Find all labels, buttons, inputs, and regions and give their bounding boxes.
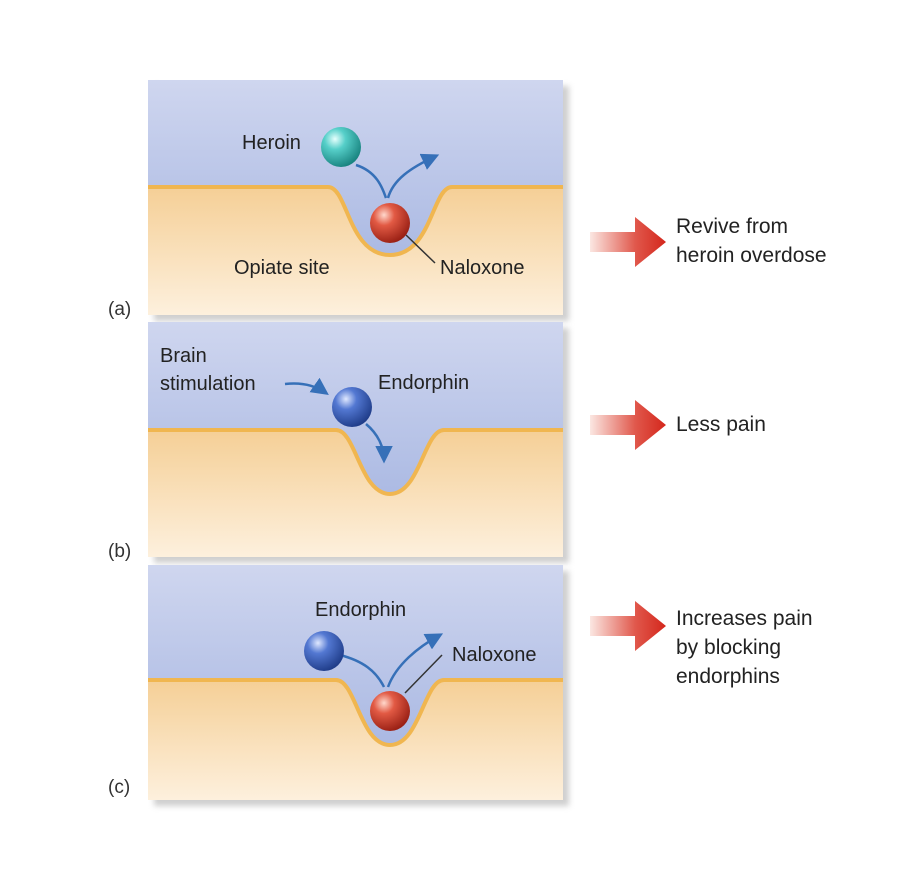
naloxone-label: Naloxone (452, 644, 537, 666)
naloxone-label: Naloxone (440, 257, 525, 279)
membrane-edge (148, 185, 563, 258)
opiate-site-label: Opiate site (234, 257, 330, 279)
panel-a: Heroin Opiate site Naloxone (148, 80, 563, 315)
outcome-arrow-a (590, 217, 666, 267)
outcome-c: Increases pain by blocking endorphins (590, 596, 890, 696)
brain-stimulation-label: Brain stimulation (160, 345, 256, 395)
endorphin-molecule (304, 631, 344, 671)
endorphin-label: Endorphin (315, 599, 407, 621)
membrane (148, 430, 563, 557)
stimulation-arrow (284, 377, 329, 396)
panel-a-illustration (148, 80, 563, 315)
endorphin-molecule (332, 387, 372, 427)
heroin-approach-arrow (355, 163, 388, 199)
heroin-molecule (321, 127, 361, 167)
panel-c-illustration (148, 565, 563, 800)
membrane (148, 187, 563, 315)
naloxone-leader-line (405, 234, 436, 264)
panel-b: Brain stimulation Endorphin (148, 322, 563, 557)
outcome-arrow-b (590, 400, 666, 450)
panel-c: Endorphin Naloxone (148, 565, 563, 800)
outcome-text-b: Less pain (676, 413, 766, 436)
endorphin-binding-arrow (365, 423, 393, 464)
heroin-displaced-arrow (386, 153, 440, 199)
outcome-text-a: Revive from heroin overdose (676, 215, 827, 267)
membrane (148, 680, 563, 800)
outcome-a: Revive from heroin overdose (590, 212, 890, 292)
panel-c-letter: (c) (108, 777, 131, 798)
naloxone-molecule (370, 691, 410, 731)
membrane-edge (148, 678, 563, 748)
panel-b-illustration (148, 322, 563, 557)
naloxone-leader-line (404, 654, 443, 694)
heroin-label: Heroin (242, 132, 301, 154)
outcome-text-c: Increases pain by blocking endorphins (676, 607, 813, 688)
naloxone-molecule (370, 203, 410, 243)
panel-b-letter: (b) (108, 541, 132, 562)
endorphin-approach-arrow (339, 653, 386, 688)
endorphin-blocked-arrow (386, 633, 444, 688)
outcome-arrow-c (590, 601, 666, 651)
outcome-b: Less pain (590, 395, 890, 475)
panel-a-letter: (a) (108, 299, 132, 320)
membrane-edge (148, 428, 563, 497)
endorphin-label: Endorphin (378, 372, 470, 394)
